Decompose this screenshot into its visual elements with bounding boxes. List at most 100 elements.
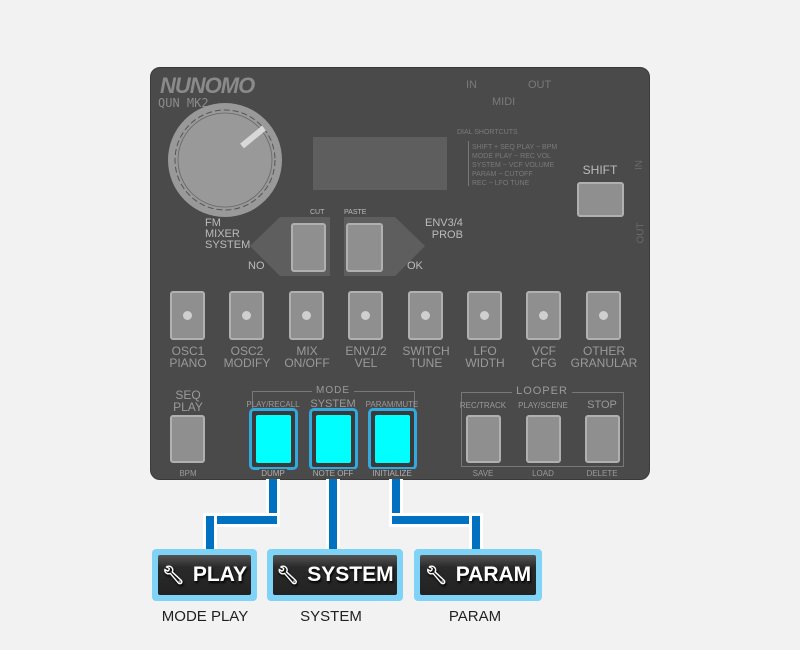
cut-label: CUT	[310, 209, 325, 216]
play-callout-button[interactable]: 🔧︎ PLAY	[152, 549, 257, 601]
side-in-label: IN	[634, 160, 645, 170]
side-out-label: OUT	[635, 222, 647, 244]
right-label: PROB	[431, 229, 463, 241]
save-label: SAVE	[472, 469, 494, 478]
wrench-icon: 🔧︎	[424, 564, 448, 585]
play-scene-button[interactable]	[526, 415, 561, 463]
left-button-labels: FM MIXER SYSTEM	[205, 218, 250, 251]
mode-play-button[interactable]	[249, 408, 298, 470]
stop-button[interactable]	[585, 415, 620, 463]
main-dial-knob[interactable]	[165, 102, 285, 222]
shift-label: SHIFT	[582, 163, 618, 177]
left-label: MIXER	[205, 228, 240, 240]
led-dot	[242, 311, 251, 320]
mode-system-button[interactable]	[309, 408, 358, 470]
mode-param-label: PARAM/MUTE	[365, 400, 419, 409]
callout-caption: SYSTEM	[300, 608, 362, 625]
led-dot	[421, 311, 430, 320]
dial-indicator	[240, 125, 266, 149]
led-dot	[302, 311, 311, 320]
mode-title: MODE	[312, 386, 354, 396]
looper-title: LOOPER	[512, 386, 572, 397]
left-label: SYSTEM	[205, 239, 251, 251]
pad-mix[interactable]	[289, 291, 324, 340]
right-button-labels: ENV3/4 PROB	[425, 217, 463, 241]
shortcut-line: PARAM − CUTOFF	[472, 171, 533, 178]
initialize-label: INITIALIZE	[370, 469, 414, 479]
wrench-icon: 🔧︎	[162, 564, 185, 585]
connector-line	[329, 468, 337, 552]
delete-label: DELETE	[586, 469, 618, 478]
seq-play-button[interactable]	[170, 415, 205, 463]
bpm-label: BPM	[179, 469, 197, 478]
stop-label: STOP	[587, 399, 617, 411]
connector-line	[472, 516, 480, 552]
led-dot	[599, 311, 608, 320]
rec-track-button[interactable]	[466, 415, 501, 463]
connector-line	[392, 468, 400, 524]
led-dot	[183, 311, 192, 320]
pad-lfo[interactable]	[467, 291, 502, 340]
pad-env12[interactable]	[348, 291, 383, 340]
wrench-icon: 🔧︎	[276, 564, 300, 585]
connector-line	[392, 516, 480, 524]
no-label: NO	[248, 260, 265, 272]
shift-button[interactable]	[577, 182, 624, 217]
callout-label: SYSTEM	[307, 563, 394, 586]
led-dot	[480, 311, 489, 320]
ok-label: OK	[407, 260, 423, 272]
mode-play-label: PLAY/RECALL	[246, 400, 300, 409]
note-off-label: NOTE OFF	[310, 469, 356, 479]
dump-label: DUMP	[259, 469, 287, 479]
connector-line	[206, 516, 277, 524]
dial-shortcuts-title: DIAL SHORTCUTS	[457, 129, 518, 136]
pad-vcf[interactable]	[526, 291, 561, 340]
mode-system-label: SYSTEM	[310, 398, 356, 410]
rec-track-label: REC/TRACK	[459, 401, 507, 410]
pad-switch[interactable]	[408, 291, 443, 340]
callout-label: PARAM	[455, 563, 532, 586]
model-name: QUN MK2	[158, 96, 209, 110]
pad-osc2[interactable]	[229, 291, 264, 340]
led-dot	[539, 311, 548, 320]
system-callout-button[interactable]: 🔧︎ SYSTEM	[267, 549, 403, 601]
play-scene-label: PLAY/SCENE	[518, 401, 568, 410]
mode-param-button[interactable]	[368, 408, 417, 470]
display-screen	[313, 137, 447, 190]
nav-arrows	[250, 217, 425, 276]
shortcut-line: SHIFT + SEQ PLAY − BPM	[472, 144, 558, 151]
midi-in-label: IN	[466, 79, 477, 91]
shortcut-line: MODE PLAY − REC VOL	[472, 153, 551, 160]
shortcut-line: SYSTEM − VCF VOLUME	[472, 162, 555, 169]
paste-label: PASTE	[344, 209, 367, 216]
shortcuts-divider	[468, 141, 469, 186]
brand-logo: NUNOMO	[160, 73, 255, 98]
callout-caption: MODE PLAY	[161, 608, 249, 625]
pad-other[interactable]	[586, 291, 621, 340]
load-label: LOAD	[532, 469, 554, 478]
callout-caption: PARAM	[448, 608, 502, 625]
connector-line	[206, 516, 214, 552]
no-left-button[interactable]	[291, 223, 326, 272]
connector-line	[269, 468, 277, 524]
dial-shortcuts-list: SHIFT + SEQ PLAY − BPM MODE PLAY − REC V…	[472, 143, 557, 188]
right-label: ENV3/4	[425, 217, 463, 229]
shortcut-line: REC − LFO TUNE	[472, 180, 530, 187]
led-dot	[361, 311, 370, 320]
pad-osc1[interactable]	[170, 291, 205, 340]
ok-right-button[interactable]	[346, 223, 383, 272]
midi-label: MIDI	[492, 96, 516, 108]
param-callout-button[interactable]: 🔧︎ PARAM	[414, 549, 542, 601]
left-label: FM	[205, 217, 221, 229]
midi-out-label: OUT	[528, 79, 552, 91]
callout-label: PLAY	[192, 563, 247, 586]
